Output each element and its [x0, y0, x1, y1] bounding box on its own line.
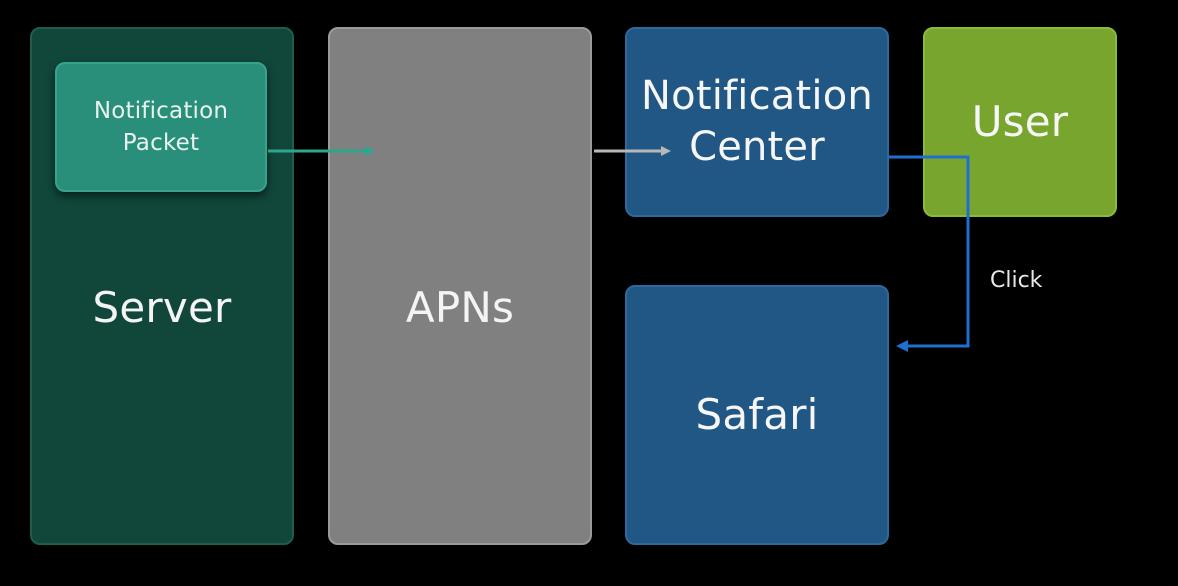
notification-packet-label: Notification Packet	[94, 95, 228, 159]
safari-box: Safari	[625, 285, 889, 545]
notification-center-label: Notification Center	[641, 71, 873, 173]
apns-box: APNs	[328, 27, 592, 545]
safari-label: Safari	[695, 390, 819, 440]
notification-center-label-line2: Center	[689, 124, 825, 170]
server-label: Server	[92, 283, 232, 332]
apns-label: APNs	[405, 283, 515, 332]
user-box: User	[923, 27, 1117, 217]
notification-packet-label-line1: Notification	[93, 97, 229, 124]
notification-packet-box: Notification Packet	[55, 62, 267, 192]
click-label: Click	[990, 268, 1043, 293]
notification-packet-label-line2: Packet	[122, 130, 200, 156]
user-label: User	[971, 97, 1069, 147]
notification-center-box: Notification Center	[625, 27, 889, 217]
notification-center-label-line1: Notification	[641, 72, 873, 119]
